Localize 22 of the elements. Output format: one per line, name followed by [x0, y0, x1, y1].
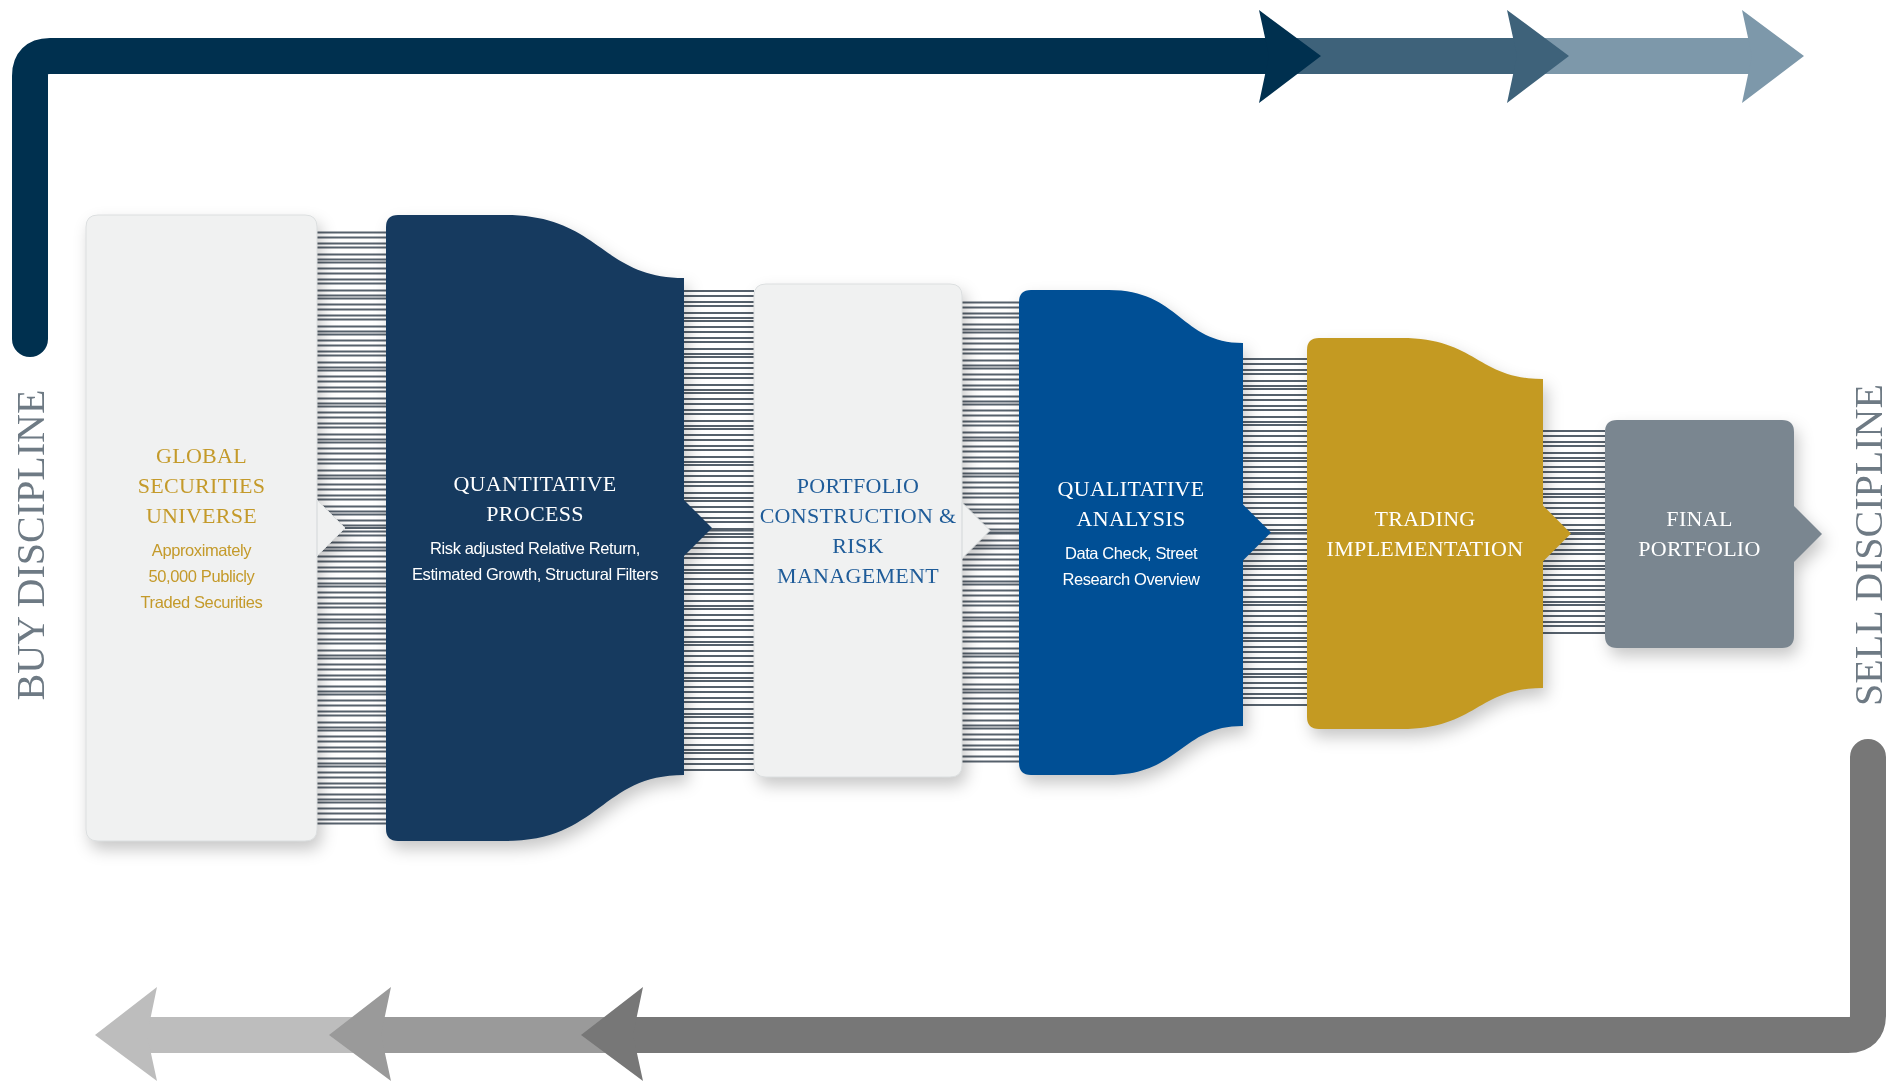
stage-description: Risk adjusted Relative Return, Estimated Growth, Structural Filters [411, 538, 659, 585]
funnel-stage [1019, 290, 1271, 775]
stage-title: TRADING IMPLEMENTATION [1325, 504, 1525, 563]
process-card [754, 284, 990, 777]
stage-title: QUALITATIVE ANALYSIS [1056, 474, 1206, 533]
process-card [86, 215, 345, 841]
stage-title: QUANTITATIVE PROCESS [452, 470, 618, 528]
line-bundle [316, 231, 387, 825]
stage-title: FINAL PORTFOLIO [1637, 505, 1762, 563]
stage-description: Data Check, Street Research Overview [1061, 542, 1201, 590]
stage-title: PORTFOLIO CONSTRUCTION & RISK MANAGEMENT [758, 471, 958, 590]
stage-title: GLOBAL SECURITIES UNIVERSE [136, 442, 267, 530]
side-label: BUY DISCIPLINE [6, 389, 54, 701]
funnel-stage [1307, 338, 1571, 729]
process-card [1605, 420, 1822, 648]
line-bundle [683, 290, 755, 771]
stage-description: Approximately 50,000 Publicly Traded Securities [139, 540, 264, 613]
funnel-stage [386, 215, 712, 841]
side-label: SELL DISCIPLINE [1844, 384, 1892, 706]
line-bundle [1542, 430, 1606, 634]
line-bundle [1242, 358, 1308, 706]
line-bundle [961, 301, 1020, 763]
